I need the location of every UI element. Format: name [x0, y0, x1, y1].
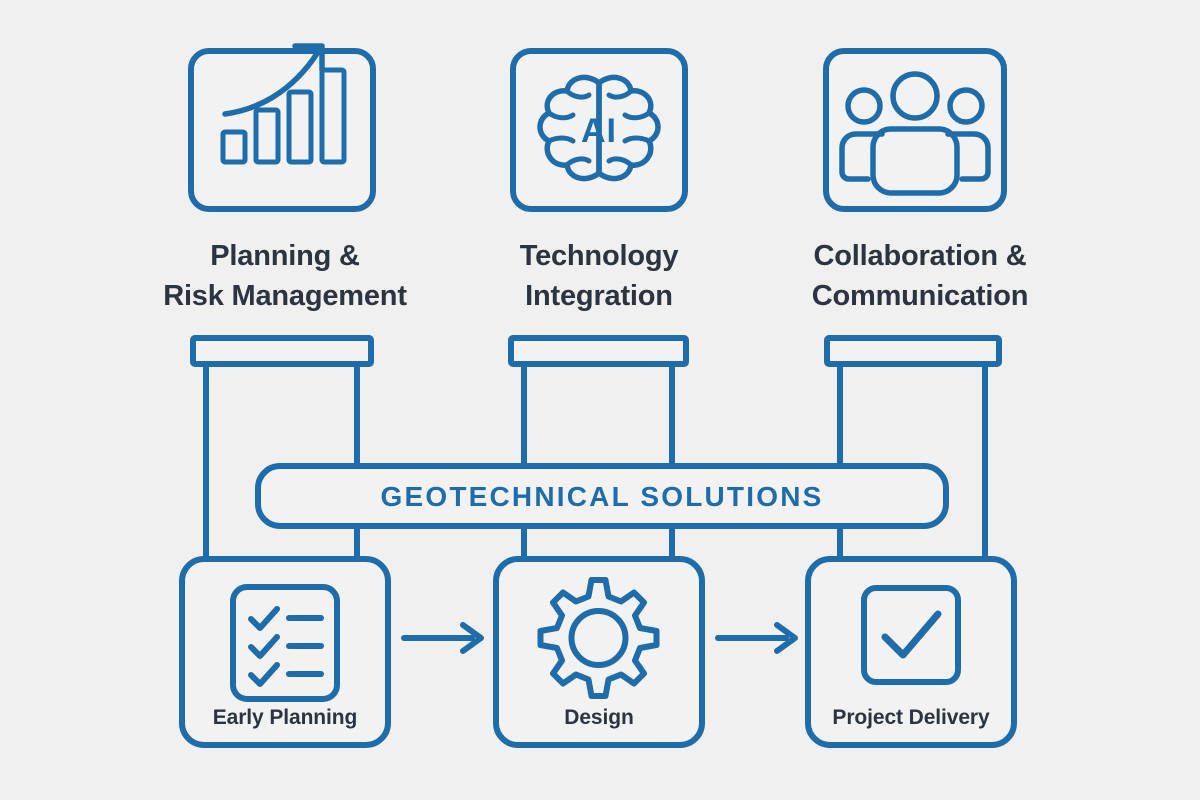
connector-column-collaboration — [824, 335, 1002, 562]
process-box-design[interactable] — [493, 556, 705, 748]
capability-label-collaboration-communication: Collaboration & Communication — [811, 240, 1029, 312]
process-box-project-delivery[interactable] — [805, 556, 1017, 748]
capability-label-technology-integration: Technology Integration — [519, 240, 679, 312]
process-label-project-delivery: Project Delivery — [832, 706, 990, 729]
arrow-right-icon-early-planning-to-design — [401, 622, 484, 654]
capability-card-planning-risk-management[interactable] — [188, 46, 376, 212]
capability-card-technology-integration[interactable]: AI — [510, 48, 688, 212]
process-label-early-planning: Early Planning — [212, 706, 358, 729]
connector-column-planning — [190, 335, 374, 562]
process-box-early-planning[interactable] — [179, 556, 391, 748]
capability-card-collaboration-communication[interactable] — [823, 48, 1007, 212]
ai-brain-icon-text: AI — [581, 112, 617, 150]
banner-title: GEOTECHNICAL SOLUTIONS — [380, 481, 824, 512]
capability-label-planning-risk-management: Planning & Risk Management — [163, 240, 407, 312]
arrow-right-icon-design-to-project-delivery — [715, 622, 798, 654]
process-label-design: Design — [564, 706, 634, 729]
geotechnical-solutions-banner[interactable] — [255, 463, 949, 529]
